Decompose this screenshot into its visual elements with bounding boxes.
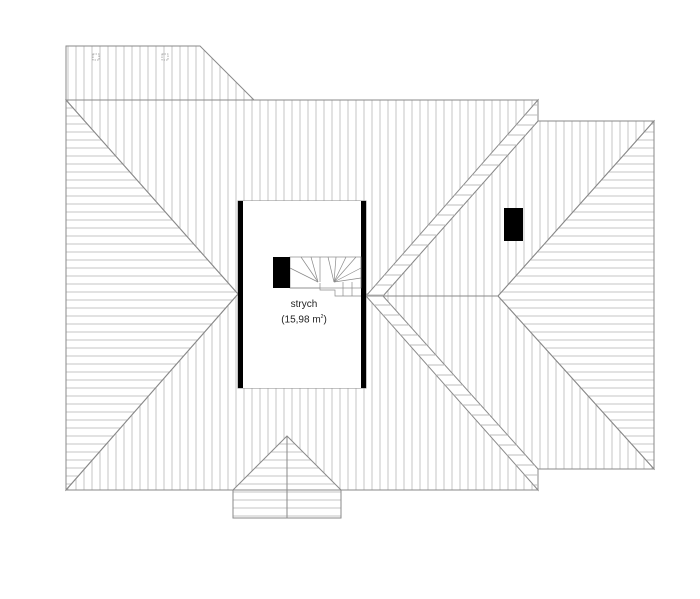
vent-icon	[92, 53, 100, 61]
chimney-right	[504, 208, 523, 241]
attic-room	[238, 201, 366, 388]
right-wing-hip	[497, 119, 655, 471]
vent-icon	[161, 53, 169, 61]
chimney-attic	[273, 257, 290, 288]
room-area: (15,98 m2)	[281, 314, 327, 326]
dormer-bottom	[232, 435, 342, 519]
attic-wall-left	[238, 201, 243, 388]
attic-wall-right	[361, 201, 366, 388]
room-name: strych	[290, 299, 318, 310]
valley-band-lower	[364, 295, 539, 492]
staircase	[289, 256, 362, 297]
room-label-strych: strych (15,98 m2)	[244, 299, 364, 326]
